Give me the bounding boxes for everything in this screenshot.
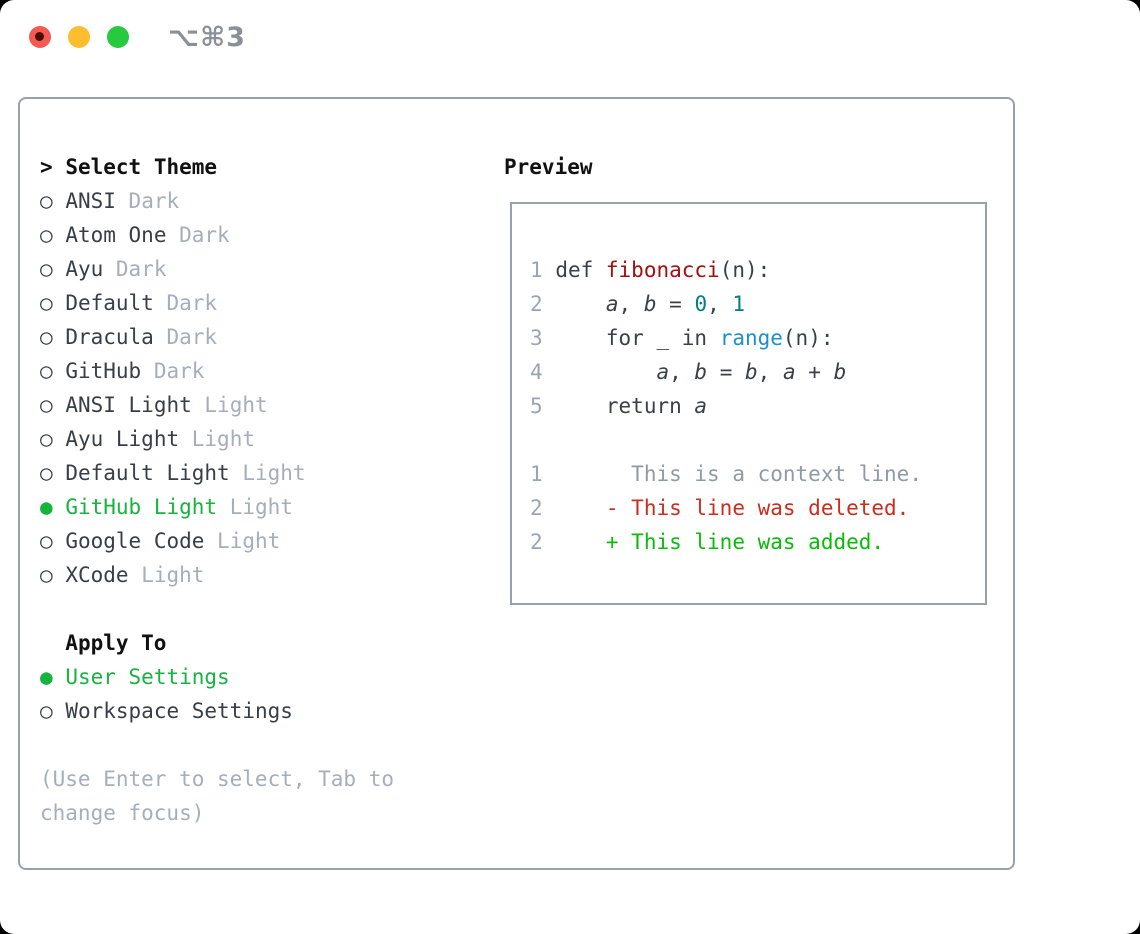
theme-option-dracula[interactable]: ○ Dracula Dark bbox=[40, 320, 490, 354]
theme-name: Atom One bbox=[65, 223, 167, 247]
code-line: 5 return a bbox=[530, 394, 708, 418]
select-theme-title: Select Theme bbox=[65, 155, 218, 179]
code-line: 1 def fibonacci(n): bbox=[530, 258, 771, 282]
theme-variant-tag: Dark bbox=[153, 359, 205, 383]
theme-variant-tag: Light bbox=[141, 563, 205, 587]
theme-name: Dracula bbox=[65, 325, 154, 349]
theme-option-atom-one[interactable]: ○ Atom One Dark bbox=[40, 218, 490, 252]
radio-unselected-icon: ○ bbox=[40, 427, 53, 451]
radio-unselected-icon: ○ bbox=[40, 699, 53, 723]
theme-name: ANSI bbox=[65, 189, 116, 213]
theme-variant-tag: Dark bbox=[166, 325, 218, 349]
radio-unselected-icon: ○ bbox=[40, 563, 53, 587]
radio-unselected-icon: ○ bbox=[40, 325, 53, 349]
radio-unselected-icon: ○ bbox=[40, 189, 53, 213]
apply-to-title: Apply To bbox=[65, 631, 167, 655]
apply-option-workspace-settings[interactable]: ○ Workspace Settings bbox=[40, 694, 490, 728]
apply-to-section: Apply To ● User Settings○ Workspace Sett… bbox=[40, 626, 490, 728]
theme-option-xcode[interactable]: ○ XCode Light bbox=[40, 558, 490, 592]
minimize-button[interactable] bbox=[68, 26, 90, 48]
theme-name: ANSI Light bbox=[65, 393, 192, 417]
theme-variant-tag: Light bbox=[204, 393, 268, 417]
radio-unselected-icon: ○ bbox=[40, 529, 53, 553]
line-number: 5 bbox=[530, 394, 543, 418]
theme-name: Default Light bbox=[65, 461, 230, 485]
radio-unselected-icon: ○ bbox=[40, 257, 53, 281]
code-preview: 1 def fibonacci(n): 2 a, b = 0, 1 3 for _ … bbox=[530, 253, 985, 559]
code-line bbox=[530, 423, 985, 457]
hint-text: (Use Enter to select, Tab to change focu… bbox=[40, 767, 395, 825]
theme-name: XCode bbox=[65, 563, 129, 587]
theme-option-default[interactable]: ○ Default Dark bbox=[40, 286, 490, 320]
apply-option-label: Workspace Settings bbox=[65, 699, 293, 723]
radio-unselected-icon: ○ bbox=[40, 223, 53, 247]
line-number: 2 bbox=[530, 496, 543, 520]
theme-list: ○ ANSI Dark○ Atom One Dark○ Ayu Dark○ De… bbox=[40, 184, 490, 592]
preview-box: 1 def fibonacci(n): 2 a, b = 0, 1 3 for _ … bbox=[510, 202, 987, 605]
line-number: 2 bbox=[530, 292, 543, 316]
theme-option-ayu[interactable]: ○ Ayu Dark bbox=[40, 252, 490, 286]
theme-option-ayu-light[interactable]: ○ Ayu Light Light bbox=[40, 422, 490, 456]
select-theme-header: > Select Theme bbox=[40, 150, 490, 184]
line-number: 1 bbox=[530, 258, 543, 282]
theme-variant-tag: Dark bbox=[179, 223, 230, 247]
apply-to-list: ● User Settings○ Workspace Settings bbox=[40, 660, 490, 728]
theme-option-default-light[interactable]: ○ Default Light Light bbox=[40, 456, 490, 490]
theme-name: Default bbox=[65, 291, 154, 315]
theme-option-github[interactable]: ○ GitHub Dark bbox=[40, 354, 490, 388]
theme-variant-tag: Light bbox=[217, 529, 281, 553]
line-number: 2 bbox=[530, 530, 543, 554]
theme-variant-tag: Dark bbox=[128, 189, 180, 213]
line-number: 4 bbox=[530, 360, 543, 384]
close-button[interactable] bbox=[29, 26, 51, 48]
code-line: 2 + This line was added. bbox=[530, 530, 885, 554]
window-title: ⌥⌘3 bbox=[168, 21, 246, 53]
radio-unselected-icon: ○ bbox=[40, 393, 53, 417]
radio-unselected-icon: ○ bbox=[40, 291, 53, 315]
theme-variant-tag: Light bbox=[242, 461, 306, 485]
code-line: 4 a, b = b, a + b bbox=[530, 360, 847, 384]
apply-option-user-settings[interactable]: ● User Settings bbox=[40, 660, 490, 694]
theme-option-ansi[interactable]: ○ ANSI Dark bbox=[40, 184, 490, 218]
code-line: 3 for _ in range(n): bbox=[530, 326, 834, 350]
code-line: 2 - This line was deleted. bbox=[530, 496, 910, 520]
radio-unselected-icon: ○ bbox=[40, 359, 53, 383]
theme-picker-panel: > Select Theme ○ ANSI Dark○ Atom One Dar… bbox=[18, 97, 1015, 870]
prompt-icon: > bbox=[40, 155, 53, 179]
theme-name: Ayu bbox=[65, 257, 104, 281]
theme-variant-tag: Dark bbox=[166, 291, 218, 315]
theme-name: Ayu Light bbox=[65, 427, 180, 451]
theme-name: GitHub bbox=[65, 359, 142, 383]
line-number: 1 bbox=[530, 462, 543, 486]
line-number: 3 bbox=[530, 326, 543, 350]
theme-variant-tag: Dark bbox=[115, 257, 167, 281]
preview-title: Preview bbox=[504, 155, 593, 179]
zoom-button[interactable] bbox=[107, 26, 129, 48]
theme-option-github-light[interactable]: ● GitHub Light Light bbox=[40, 490, 490, 524]
theme-picker-column: > Select Theme ○ ANSI Dark○ Atom One Dar… bbox=[40, 150, 490, 830]
code-line: 2 a, b = 0, 1 bbox=[530, 292, 746, 316]
theme-variant-tag: Light bbox=[191, 427, 255, 451]
theme-option-google-code[interactable]: ○ Google Code Light bbox=[40, 524, 490, 558]
theme-name: GitHub Light bbox=[65, 495, 218, 519]
theme-option-ansi-light[interactable]: ○ ANSI Light Light bbox=[40, 388, 490, 422]
radio-unselected-icon: ○ bbox=[40, 461, 53, 485]
apply-option-label: User Settings bbox=[65, 665, 230, 689]
radio-selected-icon: ● bbox=[40, 665, 53, 689]
code-line: 1 This is a context line. bbox=[530, 462, 922, 486]
radio-selected-icon: ● bbox=[40, 495, 53, 519]
apply-to-header: Apply To bbox=[40, 626, 490, 660]
theme-name: Google Code bbox=[65, 529, 205, 553]
titlebar: ⌥⌘3 bbox=[29, 22, 246, 53]
theme-variant-tag: Light bbox=[229, 495, 293, 519]
